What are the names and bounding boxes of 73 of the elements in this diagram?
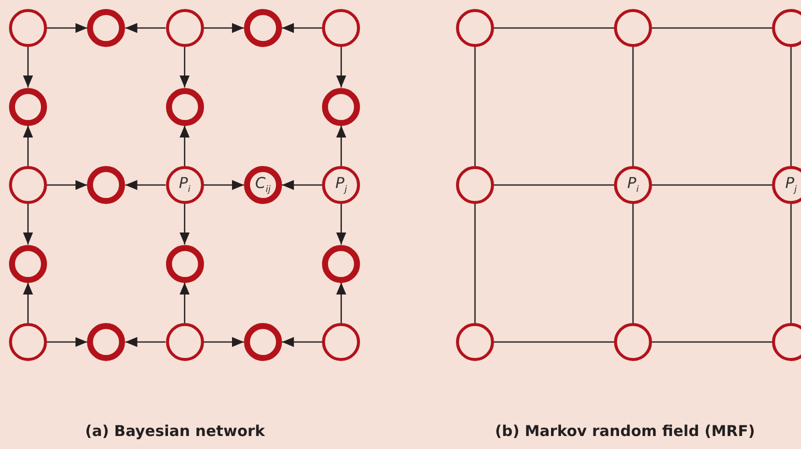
node-circle (772, 166, 801, 204)
node-circle (166, 166, 204, 204)
arrow (47, 180, 88, 190)
arrow (47, 23, 88, 33)
arrow (282, 180, 322, 190)
node-circle (166, 9, 204, 47)
connector-line (652, 184, 772, 186)
connector-line (652, 27, 772, 29)
node-circle (614, 166, 652, 204)
node-circle (166, 323, 204, 361)
arrow (23, 126, 33, 166)
arrow (336, 47, 346, 88)
node-circle (9, 323, 47, 361)
node-circle (614, 323, 652, 361)
arrow (23, 282, 33, 323)
connector-line (494, 341, 614, 343)
connector-line (494, 27, 614, 29)
node-circle (322, 9, 360, 47)
arrow (204, 23, 244, 33)
thick-node-circle (244, 323, 282, 361)
arrow (180, 47, 190, 88)
thick-node-circle (244, 166, 282, 204)
arrow (180, 204, 190, 244)
node-label: P$_{i}$ (178, 176, 190, 194)
connector-line (494, 184, 614, 186)
connector-line (790, 47, 792, 166)
node-circle (772, 9, 801, 47)
node-circle (456, 323, 494, 361)
connector-line (632, 47, 634, 166)
arrow (282, 337, 322, 347)
node-label: C$_{ij}$ (255, 176, 271, 194)
node-circle (322, 166, 360, 204)
arrow (180, 126, 190, 166)
connector-line (474, 47, 476, 166)
node-circle (9, 166, 47, 204)
arrow (23, 47, 33, 88)
connector-line (632, 204, 634, 323)
arrow (336, 126, 346, 166)
thick-node-circle (166, 88, 204, 126)
thick-node-circle (87, 9, 126, 47)
node-circle (9, 9, 47, 47)
node-circle (456, 9, 494, 47)
thick-node-circle (322, 244, 360, 282)
arrow (125, 23, 166, 33)
node-circle (772, 323, 801, 361)
panel-caption: (a) Bayesian network (85, 422, 265, 440)
connector-line (474, 204, 476, 323)
node-label: P$_{j}$ (335, 176, 347, 194)
node-label: P$_{i}$ (627, 176, 639, 194)
thick-node-circle (87, 323, 126, 361)
arrow (125, 337, 166, 347)
node-circle (614, 9, 652, 47)
arrow (23, 204, 33, 244)
thick-node-circle (166, 244, 204, 282)
node-circle (456, 166, 494, 204)
arrow (204, 337, 244, 347)
arrow (125, 180, 166, 190)
arrow (282, 23, 322, 33)
panel-caption: (b) Markov random field (MRF) (495, 422, 755, 440)
thick-node-circle (244, 9, 282, 47)
thick-node-circle (87, 166, 126, 204)
thick-node-circle (322, 88, 360, 126)
arrow (180, 282, 190, 323)
node-label: P$_{j}$ (785, 176, 797, 194)
thick-node-circle (9, 88, 47, 126)
arrow (204, 180, 244, 190)
arrow (47, 337, 88, 347)
arrow (336, 204, 346, 244)
thick-node-circle (9, 244, 47, 282)
node-circle (322, 323, 360, 361)
connector-line (652, 341, 772, 343)
connector-line (790, 204, 792, 323)
arrow (336, 282, 346, 323)
